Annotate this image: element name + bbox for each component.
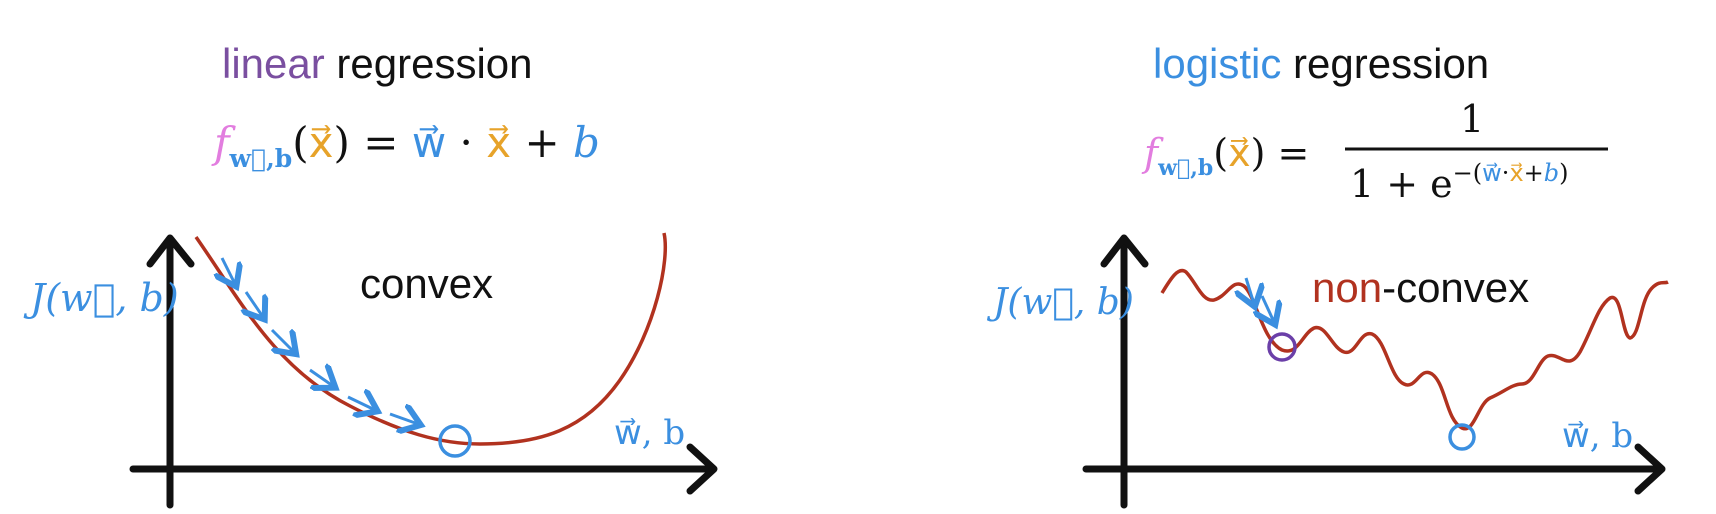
exp-b: b bbox=[1544, 159, 1559, 187]
eq-open-paren: ( bbox=[292, 118, 308, 167]
non-convex-label-non: non bbox=[1312, 264, 1382, 311]
eq-numerator: 1 bbox=[1460, 97, 1484, 141]
eq-equals: = bbox=[350, 118, 412, 167]
gradient-steps bbox=[1246, 277, 1274, 322]
exp-suffix: ) bbox=[1559, 159, 1568, 187]
eq-x: x⃗ bbox=[1228, 131, 1251, 175]
step-arrow bbox=[222, 257, 235, 284]
left-y-axis-label: J(w⃗, b) bbox=[23, 276, 179, 320]
non-convex-label: non-convex bbox=[1312, 264, 1529, 311]
step-arrow bbox=[347, 397, 375, 410]
global-minimum-circle bbox=[438, 424, 472, 458]
left-x-axis-label: w⃗, b bbox=[614, 413, 685, 453]
exp-dot: · bbox=[1502, 159, 1510, 187]
exp-x: x⃗ bbox=[1509, 159, 1523, 187]
step-arrow bbox=[1246, 277, 1254, 304]
convex-label: convex bbox=[360, 260, 493, 307]
eq-equals: = bbox=[1265, 131, 1309, 175]
left-title-rest: regression bbox=[325, 40, 533, 87]
right-title-model: logistic bbox=[1153, 40, 1281, 87]
step-arrow bbox=[389, 414, 418, 424]
right-x-axis-label: w⃗, b bbox=[1562, 416, 1633, 456]
eq-plus: + bbox=[511, 118, 573, 167]
eq-open-paren: ( bbox=[1213, 131, 1228, 175]
eq-close-paren: ) bbox=[1251, 131, 1266, 175]
eq-denominator-base: 1 + e bbox=[1350, 162, 1453, 206]
right-title-rest: regression bbox=[1281, 40, 1489, 87]
eq-denominator: 1 + e−(w⃗·x⃗+b) bbox=[1350, 159, 1569, 206]
global-minimum-circle bbox=[1448, 423, 1476, 451]
right-x-arrowhead bbox=[1634, 443, 1666, 495]
eq-dot: · bbox=[446, 118, 486, 167]
left-y-arrowhead bbox=[146, 234, 195, 268]
exp-w: w⃗ bbox=[1482, 159, 1502, 187]
right-panel: logistic regression fw⃗,b(x⃗) = 1 1 + e−… bbox=[986, 40, 1669, 509]
left-panel: linear regression fw⃗,b(x⃗) = w⃗ · x⃗ + … bbox=[23, 40, 718, 509]
step-arrow bbox=[309, 370, 333, 386]
step-arrow bbox=[1262, 295, 1274, 322]
eq-subscript: w⃗,b bbox=[1157, 155, 1213, 181]
step-arrow bbox=[272, 330, 294, 352]
exp-plus: + bbox=[1524, 159, 1544, 187]
right-y-arrowhead bbox=[1100, 234, 1149, 268]
eq-x: x⃗ bbox=[309, 118, 334, 167]
non-convex-label-rest: -convex bbox=[1382, 264, 1529, 311]
right-equation-lhs: fw⃗,b(x⃗) = bbox=[1141, 131, 1309, 181]
eq-close-paren: ) bbox=[334, 118, 350, 167]
left-title: linear regression bbox=[222, 40, 533, 87]
right-title: logistic regression bbox=[1153, 40, 1489, 87]
eq-w: w⃗ bbox=[412, 118, 446, 167]
eq-subscript: w⃗,b bbox=[229, 144, 293, 173]
eq-b: b bbox=[573, 118, 600, 167]
eq-x2: x⃗ bbox=[486, 118, 511, 167]
exp-prefix: −( bbox=[1453, 159, 1482, 187]
local-minimum-circle bbox=[1267, 332, 1297, 362]
left-equation: fw⃗,b(x⃗) = w⃗ · x⃗ + b bbox=[211, 118, 600, 173]
left-x-arrowhead bbox=[686, 443, 718, 495]
step-arrow bbox=[246, 291, 263, 317]
right-y-axis-label: J(w⃗, b) bbox=[986, 282, 1134, 323]
gradient-steps bbox=[222, 257, 418, 424]
left-title-model: linear bbox=[222, 40, 325, 87]
